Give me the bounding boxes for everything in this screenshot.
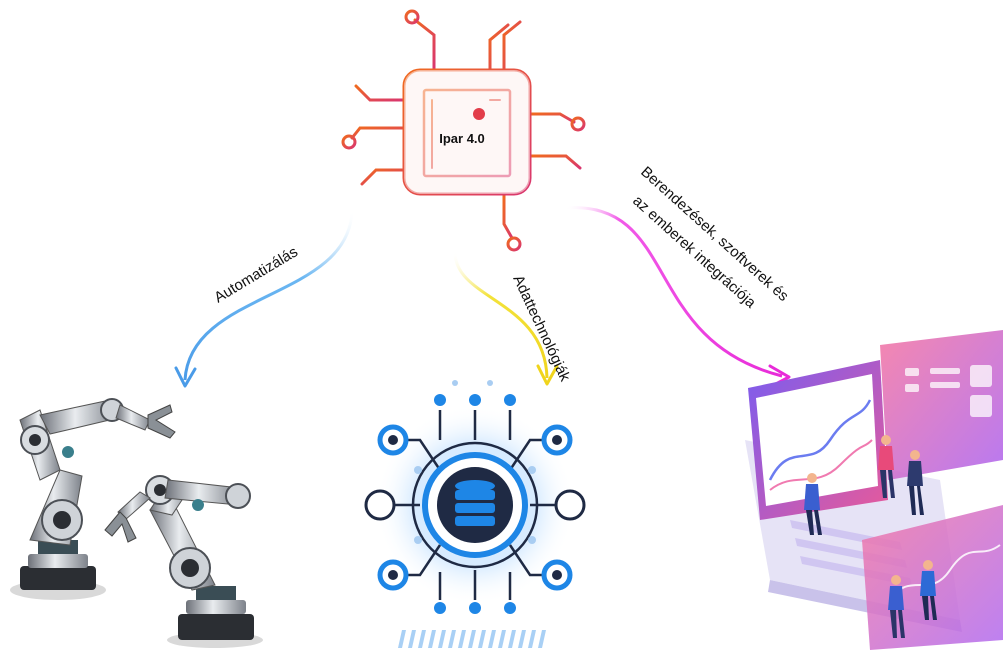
center-label: Ipar 4.0: [439, 131, 485, 146]
robot-arm-left: [10, 398, 176, 600]
chip-indicator-dot: [473, 108, 485, 120]
automation-arrow: [174, 209, 354, 388]
database-icon: [455, 480, 495, 526]
robot-arms-illustration: [10, 398, 263, 648]
automation-label: Automatizálás: [211, 243, 301, 306]
database-network-illustration: [364, 380, 586, 648]
person-figures: [804, 435, 937, 638]
integration-label-line1: Berendezések, szoftverek és: [637, 163, 792, 305]
robot-arm-right: [104, 475, 263, 648]
team-dashboard-illustration: [745, 330, 1003, 650]
chip-body: [404, 70, 530, 194]
data-label: Adattechnológiák: [509, 273, 573, 385]
network-nodes: [364, 380, 586, 614]
data-arrow: [453, 251, 559, 386]
decorative-stripes: [398, 630, 546, 648]
